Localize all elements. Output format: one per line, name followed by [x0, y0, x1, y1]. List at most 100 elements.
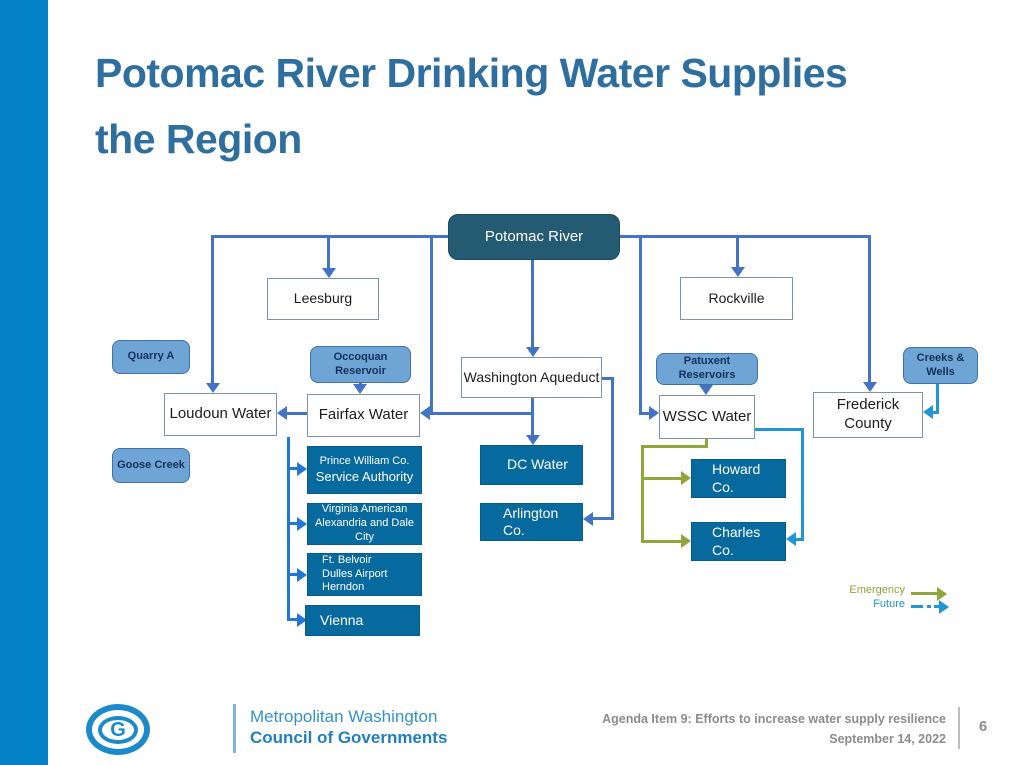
arrowhead-fairfax-top: [353, 384, 367, 394]
node-quarry-a: Quarry A: [112, 340, 190, 374]
node-label: Frederick County: [836, 396, 900, 432]
node-label: Fairfax Water: [318, 406, 409, 424]
arrowhead-arlington: [583, 512, 593, 526]
node-label: Arlington Co.: [503, 504, 559, 539]
node-label: Vienna: [320, 611, 364, 628]
arrowhead-frederick-east: [923, 405, 933, 419]
edge-aqueduct-arlington-h2: [593, 517, 614, 520]
arrowhead-charles-west: [681, 534, 691, 548]
node-patuxent-reservoirs: Patuxent Reservoirs: [656, 353, 758, 385]
edge-fairfax-belvoir: [287, 573, 297, 576]
edge-potomac-rockville: [736, 235, 739, 267]
node-label: DC Water: [507, 456, 568, 473]
legend-future-dash1: [911, 605, 923, 608]
node-rockville: Rockville: [680, 277, 793, 320]
footer-date: September 14, 2022: [829, 732, 946, 746]
node-label: Goose Creek: [117, 458, 185, 471]
page-title: Potomac River Drinking Water Supplies th…: [95, 40, 985, 172]
edge-occoquan-fairfax: [359, 381, 362, 386]
arrowhead-leesburg: [322, 268, 336, 278]
edge-wssc-charles-h1: [755, 428, 804, 431]
edge-emergency-howard: [641, 477, 681, 480]
node-label-line1: Virginia American: [321, 503, 408, 516]
legend-emergency-line: [911, 592, 938, 595]
arrowhead-charles-east: [786, 532, 796, 546]
node-wssc-water: WSSC Water: [659, 395, 755, 439]
arrowhead-loudoun: [206, 383, 220, 393]
arrowhead-wssc-top: [699, 385, 713, 395]
edge-emergency-charles: [641, 540, 681, 543]
footer-agenda-block: Agenda Item 9: Efforts to increase water…: [500, 709, 946, 749]
arrowhead-aqueduct: [526, 347, 540, 357]
edge-fairfax-loudoun: [287, 412, 307, 415]
arrowhead-virginia: [297, 517, 307, 531]
node-label-line1: Creeks &: [916, 351, 965, 364]
legend-future-label: Future: [873, 598, 905, 610]
edge-aqueduct-arlington-vert: [611, 377, 614, 520]
node-label-line1: Patuxent: [683, 355, 731, 368]
edge-fairfax-princewilliam: [287, 467, 297, 470]
arrowhead-dcwater: [526, 435, 540, 445]
node-label: Rockville: [708, 289, 765, 306]
edge-potomac-left-trunk: [211, 235, 450, 238]
mwcog-logo-letter: G: [98, 715, 138, 744]
node-frederick-county: Frederick County: [813, 392, 923, 438]
arrowhead-vienna: [297, 613, 307, 627]
node-vienna: Vienna: [305, 605, 420, 636]
footer-org-line1: Metropolitan Washington: [250, 707, 438, 726]
node-virginia-american: Virginia American Alexandria and Dale Ci…: [307, 503, 422, 545]
edge-potomac-aqueduct: [531, 258, 534, 348]
node-label: Charles Co.: [712, 524, 761, 558]
arrowhead-howard: [681, 471, 691, 485]
node-label: Loudoun Water: [169, 405, 272, 423]
edge-aqueduct-arlington-h1: [602, 377, 614, 380]
arrowhead-belvoir: [297, 568, 307, 582]
node-label-line1: Prince William Co.: [319, 455, 410, 467]
node-prince-william: Prince William Co. Service Authority: [307, 446, 422, 494]
arrowhead-wssc: [649, 406, 659, 420]
node-label-line2: Wells: [926, 365, 955, 378]
legend-future-arrowhead: [939, 600, 949, 614]
node-label: Quarry A: [127, 350, 175, 363]
node-creeks-wells: Creeks & Wells: [903, 347, 978, 384]
left-accent-bar: [0, 0, 48, 765]
edge-wssc-emergency-stub: [705, 439, 708, 448]
node-label: Potomac River: [484, 227, 584, 245]
node-label-line2: Reservoir: [335, 364, 386, 377]
edge-aqueduct-dcwater: [531, 398, 534, 436]
node-label-line2: Service Authority: [315, 468, 414, 484]
edge-potomac-loudoun: [211, 235, 214, 383]
legend-future-dot: [927, 605, 931, 608]
arrowhead-frederick: [863, 382, 877, 392]
edge-potomac-frederick: [868, 235, 871, 382]
mwcog-logo-icon: G: [86, 704, 150, 755]
edge-potomac-fairfax-horiz: [430, 412, 534, 415]
node-label: Washington Aqueduct: [463, 368, 600, 385]
footer-logo-divider: [233, 704, 236, 753]
node-howard-co: Howard Co.: [691, 459, 786, 498]
edge-potomac-fairfax-vert: [430, 235, 433, 415]
edge-potomac-leesburg: [327, 235, 330, 268]
node-label: Howard Co.: [712, 461, 761, 495]
node-charles-co: Charles Co.: [691, 522, 786, 561]
arrowhead-fairfax: [420, 406, 430, 420]
page-number: 6: [978, 718, 988, 735]
footer-agenda-text: Agenda Item 9: Efforts to increase water…: [602, 712, 946, 726]
node-label: WSSC Water: [662, 407, 752, 425]
node-leesburg: Leesburg: [267, 278, 379, 320]
node-label-line2: Alexandria and Dale City: [314, 517, 415, 543]
node-potomac-river: Potomac River: [448, 214, 620, 260]
arrowhead-rockville: [731, 267, 745, 277]
node-goose-creek: Goose Creek: [112, 448, 190, 483]
edge-fairfax-virginia: [287, 522, 297, 525]
arrowhead-loudoun-east: [277, 406, 287, 420]
edge-potomac-wssc-horiz: [639, 412, 649, 415]
node-washington-aqueduct: Washington Aqueduct: [461, 357, 602, 398]
node-label-line1: Occoquan: [333, 350, 388, 363]
node-label-line2: Dulles Airport: [322, 567, 388, 580]
footer-org-line2: Council of Governments: [250, 728, 448, 747]
legend-emergency-arrowhead: [937, 587, 947, 601]
legend-future-dash2: [934, 605, 940, 608]
edge-fairfax-branch-vert: [287, 437, 290, 621]
